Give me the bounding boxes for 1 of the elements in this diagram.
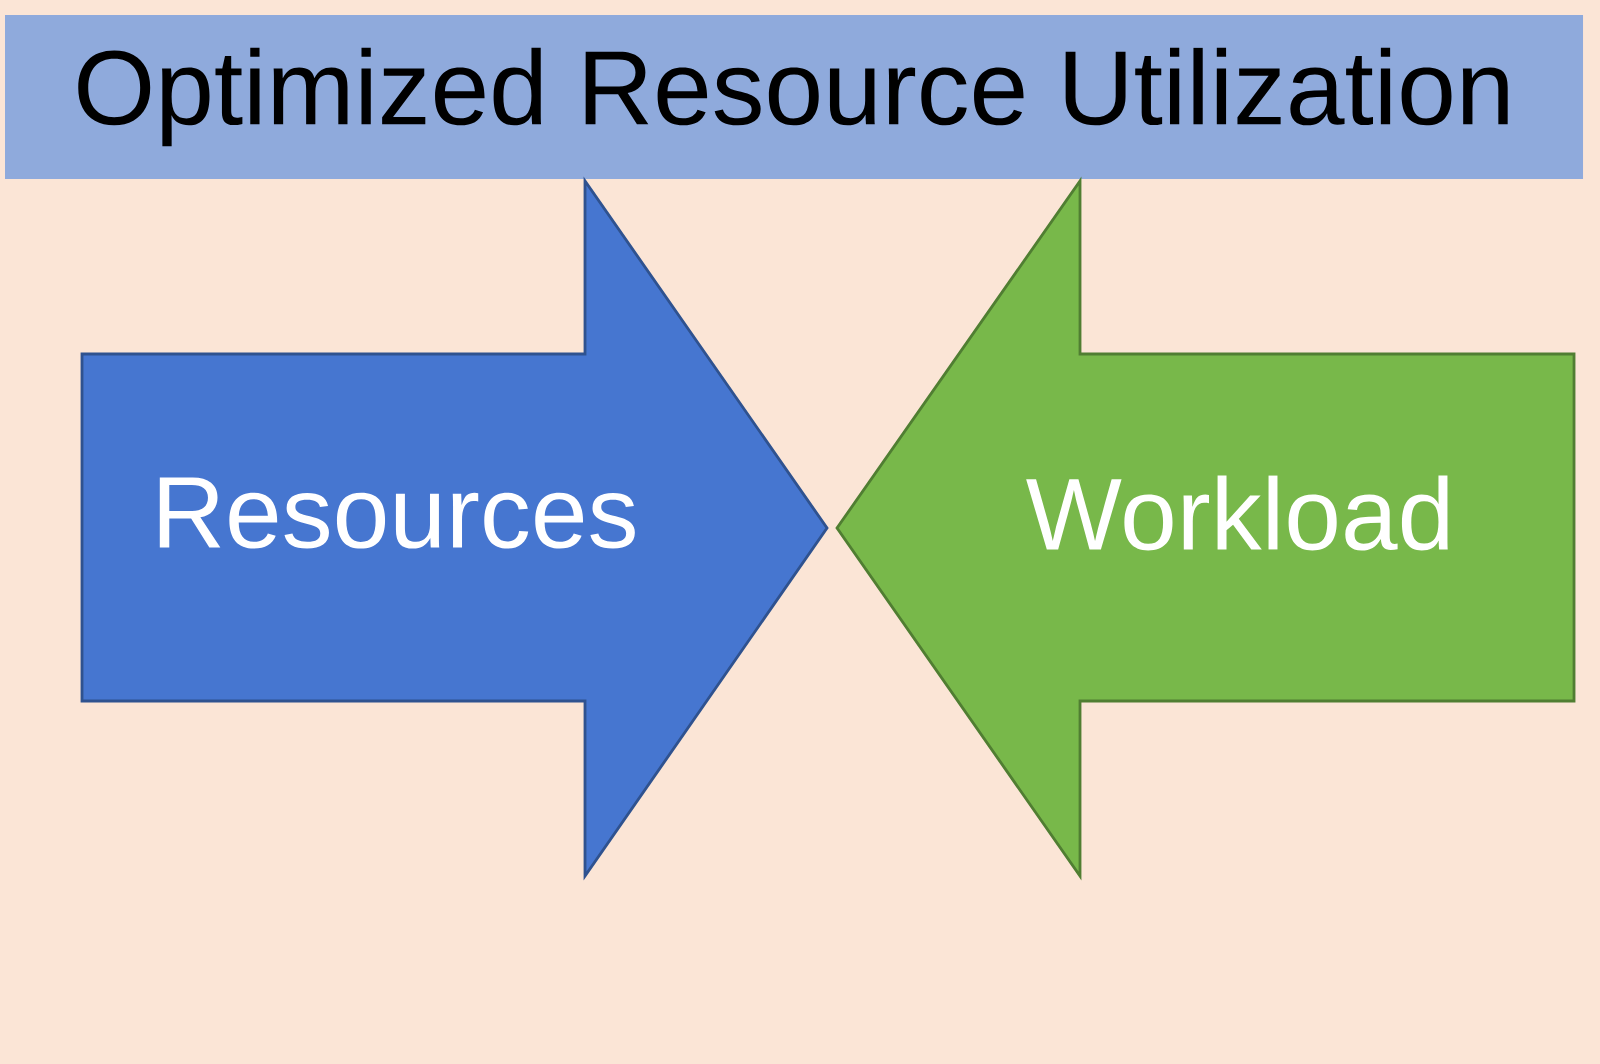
title-banner: Optimized Resource Utilization <box>5 15 1584 179</box>
